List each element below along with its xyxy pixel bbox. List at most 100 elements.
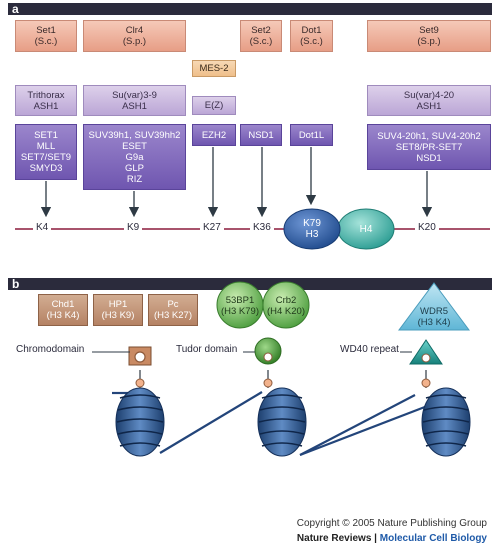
enzyme-name: SET1 xyxy=(34,130,58,141)
enzyme-name: G9a xyxy=(125,151,144,163)
mammal-nsd1: NSD1 xyxy=(240,124,282,146)
fly-trithorax: Trithorax ASH1 xyxy=(15,85,77,116)
h4-label: H4 xyxy=(352,222,380,236)
mammal-dot1l: Dot1L xyxy=(290,124,333,146)
reader-crb2: Crb2 (H4 K20) xyxy=(260,294,312,318)
fly-ez: E(Z) xyxy=(192,96,236,115)
writer-organism: (S.p.) xyxy=(417,36,441,47)
fly-name: E(Z) xyxy=(204,100,224,111)
leader-chromodomain xyxy=(92,351,130,353)
writer-set2: Set2 (S.c.) xyxy=(240,20,282,52)
enzyme-name: ESET xyxy=(122,140,147,152)
panel-a-letter: a xyxy=(12,2,19,16)
reader-name: Pc xyxy=(167,299,179,310)
panel-b-diagram xyxy=(112,281,471,457)
dna-linker-2b xyxy=(299,403,431,457)
label-chromodomain: Chromodomain xyxy=(16,344,85,355)
chromodomain-dot xyxy=(134,351,146,363)
writer-organism: (S.c.) xyxy=(300,36,323,47)
writer-name: Set1 xyxy=(36,25,56,36)
site-k27: K27 xyxy=(200,222,224,233)
reader-mark: (H3 K4) xyxy=(46,310,80,321)
enzyme-name: MLL xyxy=(36,141,56,152)
fly-name: Trithorax xyxy=(27,89,65,101)
writer-name: Clr4 xyxy=(125,25,144,36)
nuc-label: H4 xyxy=(359,223,373,235)
enzyme-name: SET8/PR-SET7 xyxy=(395,141,463,153)
fly-suvar39: Su(var)3-9 ASH1 xyxy=(83,85,186,116)
panel-a-header: a xyxy=(8,3,492,15)
label-wd40-repeat: WD40 repeat xyxy=(340,344,399,355)
nucleosome-2 xyxy=(257,370,307,457)
reader-hp1: HP1 (H3 K9) xyxy=(93,294,143,326)
tudor-protein-crb2 xyxy=(262,281,310,329)
site-k9: K9 xyxy=(124,222,143,233)
writer-organism: (S.p.) xyxy=(122,36,147,47)
mammal-k4-enzymes: SET1 MLL SET7/SET9 SMYD3 xyxy=(15,124,77,180)
writer-dot1: Dot1 (S.c.) xyxy=(290,20,333,52)
writer-name: Set9 xyxy=(419,25,439,36)
reader-mark: (H3 K27) xyxy=(153,310,192,321)
enzyme-name: NSD1 xyxy=(248,129,274,141)
k79-h3-label: K79 H3 xyxy=(292,216,332,242)
reader-mark: (H3 K9) xyxy=(101,310,135,321)
label-tudor-domain: Tudor domain xyxy=(176,344,238,355)
reader-53bp1: 53BP1 (H3 K79) xyxy=(214,294,266,318)
writer-clr4: Clr4 (S.p.) xyxy=(83,20,186,52)
writer-set1: Set1 (S.c.) xyxy=(15,20,77,52)
reader-name: WDR5 xyxy=(420,306,448,317)
fly-name-2: ASH1 xyxy=(33,100,59,112)
enzyme-name: SET7/SET9 xyxy=(20,152,72,163)
reader-wdr5: WDR5 (H3 K4) xyxy=(408,306,460,328)
fly-suvar420: Su(var)4-20 ASH1 xyxy=(367,85,491,116)
tudor-domain-dot xyxy=(263,352,273,362)
journal-credit: Nature Reviews | Molecular Cell Biology xyxy=(297,533,487,544)
wd40-dot xyxy=(421,353,431,363)
journal-separator: | xyxy=(371,533,380,544)
subjournal-name: Molecular Cell Biology xyxy=(379,533,487,544)
site-k36: K36 xyxy=(250,222,274,233)
writer-set9: Set9 (S.p.) xyxy=(367,20,491,52)
reader-name: Crb2 xyxy=(275,295,297,306)
writer-name: Set2 xyxy=(251,25,271,36)
reader-name: 53BP1 xyxy=(225,295,255,306)
nuc-label: K79 xyxy=(303,218,321,229)
fly-name: Su(var)4-20 xyxy=(403,89,455,101)
reader-mark: (H3 K4) xyxy=(417,317,451,328)
dna-linker-1 xyxy=(159,391,263,454)
histone-h3 xyxy=(283,208,341,250)
fly-name-2: ASH1 xyxy=(122,100,147,112)
journal-name: Nature Reviews xyxy=(296,533,372,544)
enzyme-name: RIZ xyxy=(126,173,143,185)
reader-mark: (H3 K79) xyxy=(220,306,259,317)
enzyme-name: EZH2 xyxy=(201,129,227,141)
tudor-domain-ball xyxy=(254,337,282,365)
reader-pc: Pc (H3 K27) xyxy=(148,294,198,326)
enzyme-name: SUV39h1, SUV39hh2 xyxy=(88,129,181,141)
writer-name: MES-2 xyxy=(199,63,229,74)
writer-organism: (S.c.) xyxy=(34,36,58,47)
enzyme-name: Dot1L xyxy=(298,129,325,141)
nucleosome-1 xyxy=(115,370,165,457)
nucleosome-3 xyxy=(421,370,471,457)
nuc-label: H3 xyxy=(305,229,319,240)
mammal-k20-enzymes: SUV4-20h1, SUV4-20h2 SET8/PR-SET7 NSD1 xyxy=(367,124,491,170)
reader-name: Chd1 xyxy=(51,299,75,310)
reader-mark: (H4 K20) xyxy=(266,306,305,317)
mammal-ezh2: EZH2 xyxy=(192,124,236,146)
writer-mes2: MES-2 xyxy=(192,60,236,77)
reader-name: HP1 xyxy=(108,299,128,310)
fly-name-2: ASH1 xyxy=(416,100,442,112)
wd40-triangle xyxy=(409,339,443,365)
wdr5-triangle xyxy=(398,282,470,331)
leader-wd40 xyxy=(400,351,412,353)
writer-organism: (S.c.) xyxy=(249,36,273,47)
site-k20: K20 xyxy=(415,222,439,233)
panel-a-diagram xyxy=(15,147,490,250)
enzyme-name: SMYD3 xyxy=(29,163,63,174)
enzyme-name: NSD1 xyxy=(416,152,442,164)
writer-name: Dot1 xyxy=(301,25,322,36)
dna-linker-2 xyxy=(299,394,416,456)
enzyme-name: GLP xyxy=(124,162,144,174)
leader-tudor xyxy=(243,351,255,353)
